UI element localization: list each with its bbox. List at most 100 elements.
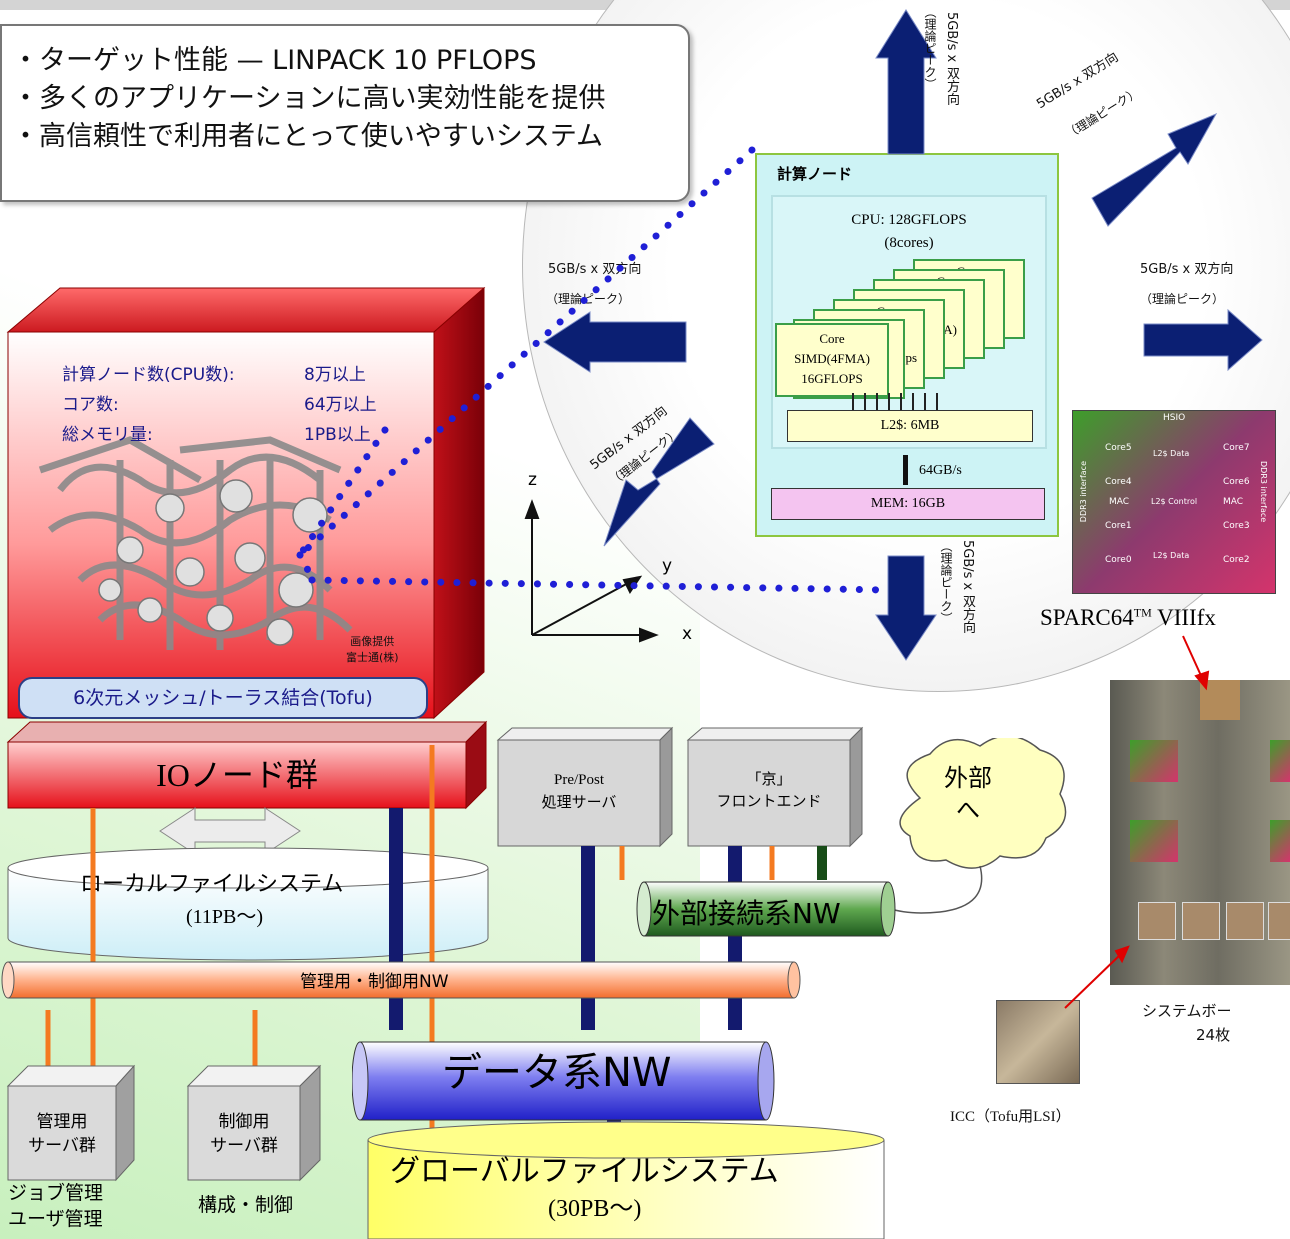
external-cloud [880,738,1067,914]
server-boxes-3d [496,726,864,848]
io-fs-arrow [159,807,301,855]
axis-z-label: z [528,470,537,490]
memory-bandwidth: 64GB/s [919,463,962,478]
die-label: Core2 [1223,555,1250,565]
credit-line: 画像提供 [350,635,395,648]
node-count-value: 8万以上 [304,365,366,385]
arrow-up [875,9,937,155]
die-label: HSIO [1163,413,1186,423]
memory-bus [903,455,908,485]
die-label: L2$ Data [1153,449,1190,458]
bandwidth-peak-down: （理論ピーク） [939,540,953,624]
board-chip [1130,820,1178,862]
chip-suffix: VIIIfx [1151,605,1216,630]
tofu-interconnect-label: 6次元メッシュ/トーラス結合(Tofu) [18,677,428,719]
board-icc [1182,902,1220,940]
bandwidth-label-right: 5GB/s x 双方向 [1140,262,1234,277]
board-icc [1226,902,1264,940]
system-board-image [1110,680,1290,985]
admin-servers: 管理用 サーバ群 [8,1110,116,1158]
external-nw-label: 外部接続系NW [652,897,841,930]
board-icc [1138,902,1176,940]
board-icc [1268,902,1290,940]
local-fs-title: ローカルファイルシステム [80,872,344,897]
sparc-chip-name: SPARC64TM VIIIfx [1040,605,1216,631]
core-label: Core [819,331,845,346]
cpu-box: CPU: 128GFLOPS (8cores) Core Core A) Cor… [771,195,1047,449]
control-l1: 制御用 [218,1112,270,1132]
die-label: MAC [1109,497,1130,507]
bandwidth-peak-up: （理論ピーク） [923,6,937,90]
node-count-label: 計算ノード数(CPU数): [62,365,235,385]
data-nw-pipe [352,1041,775,1121]
icc-caption: ICC（Tofu用LSI） [950,1109,1071,1125]
board-chip [1270,820,1290,862]
arrow-lower-left [603,417,715,547]
die-label: Core3 [1223,521,1250,531]
chip-name: SPARC64 [1040,605,1134,630]
die-label: Core7 [1223,443,1250,453]
cloud-text: へ [956,796,980,824]
compute-node-title: 計算ノード [777,165,853,183]
icc-chip-image [996,1000,1080,1084]
core-count-value: 64万以上 [304,395,377,415]
admin-cap1: ジョブ管理 [8,1182,104,1204]
frontend-server: 「京」 フロントエンド [688,768,850,812]
prepost-label: Pre/Post [553,772,604,788]
external-cloud-label: 外部 へ [944,762,992,826]
cpu-cores: (8cores) [884,235,934,251]
memory-total-label: 総メモリ量: [62,425,153,445]
admin-caption: ジョブ管理 ユーザ管理 [8,1180,103,1232]
global-fs-title: グローバルファイルシステム [390,1154,779,1189]
die-label: DDR3 interface [1259,461,1268,523]
compute-node-box: 計算ノード CPU: 128GFLOPS (8cores) Core Core … [755,153,1059,537]
admin-l1: 管理用 [36,1112,88,1132]
core-gflops: 16GFLOPS [801,371,863,386]
board-count: 24枚 [1196,1026,1231,1044]
arrow-left [543,311,687,373]
core-fragment: A) [943,322,957,337]
target-bullets-box: ・ターゲット性能 — LINPACK 10 PFLOPS ・多くのアプリケーショ… [0,24,690,202]
local-fs-cylinder [7,847,489,961]
cpu-spec: CPU: 128GFLOPS [851,212,967,228]
die-label: Core4 [1105,477,1132,487]
die-label: L2$ Data [1153,551,1190,560]
bandwidth-peak-right: （理論ピーク） [1140,292,1225,306]
data-nw-label: データ系NW [442,1050,672,1096]
bw-text: 5GB/s x 双方向 [944,12,959,106]
admin-cap2: ユーザ管理 [8,1208,103,1230]
die-label: Core1 [1105,521,1132,531]
arrow-right [1143,308,1263,372]
axis-x-label: x [682,624,693,644]
control-l2: サーバ群 [210,1136,278,1156]
cloud-text: 外部 [944,764,992,792]
board-chip [1130,740,1178,782]
die-label: Core5 [1105,443,1132,453]
io-node-3d [6,720,488,810]
die-label: Core6 [1223,477,1250,487]
l2-cache: L2$: 6MB [787,410,1033,442]
chip-tm: TM [1133,605,1152,620]
board-caption: システムボー [1142,1002,1232,1020]
arrow-down [875,555,937,661]
core-card-front: Core SIMD(4FMA) 16GFLOPS [775,323,889,397]
admin-server-boxes [6,1064,322,1182]
die-label: MAC [1223,497,1244,507]
bullet-item: ・多くのアプリケーションに高い実効性能を提供 [12,83,606,114]
arrow-upper-right [1091,112,1218,227]
prepost-server: Pre/Post 処理サーバ [498,768,660,813]
main-memory: MEM: 16GB [771,488,1045,520]
frontend-sub: フロントエンド [716,792,822,810]
bullet-item: ・ターゲット性能 — LINPACK 10 PFLOPS [12,45,537,76]
global-fs-cylinder [367,1121,885,1239]
system-cube [6,286,486,720]
core-simd: SIMD(4FMA) [794,351,870,366]
axis-y-label: y [662,556,673,576]
bandwidth-label-up: 5GB/s x 双方向 [942,12,961,105]
bullet-item: ・高信頼性で利用者にとって使いやすいシステム [12,121,604,152]
prepost-sub: 処理サーバ [541,793,617,811]
control-servers: 制御用 サーバ群 [188,1110,300,1158]
